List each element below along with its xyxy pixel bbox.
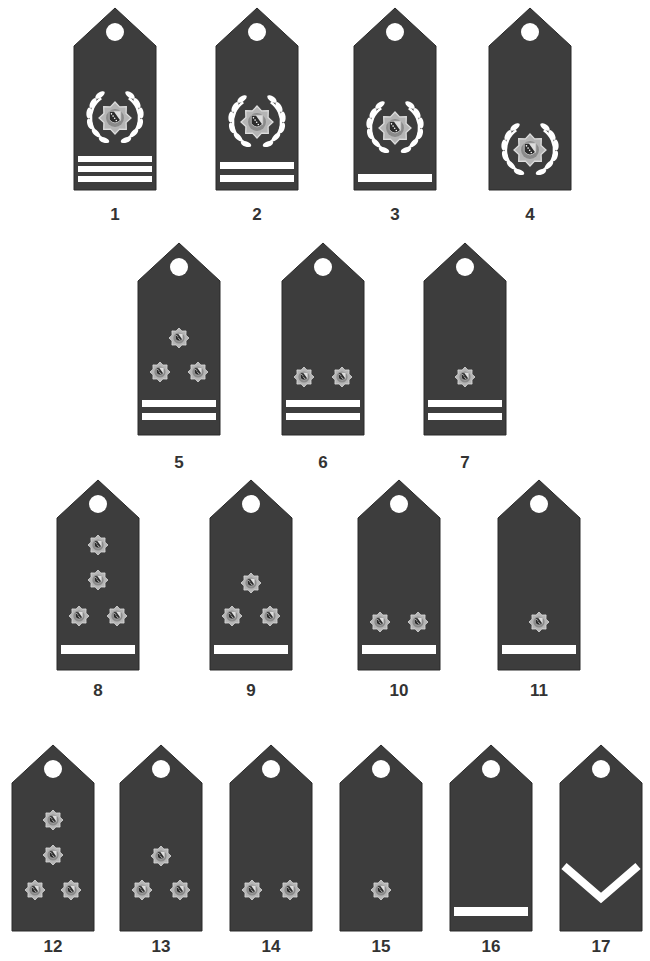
rank-star bbox=[170, 880, 190, 900]
shoulder-board bbox=[210, 480, 292, 670]
rank-star bbox=[43, 845, 63, 865]
rank-bar bbox=[220, 162, 294, 169]
callout-number: 9 bbox=[246, 682, 255, 699]
rank-star bbox=[455, 367, 475, 387]
rank-star bbox=[529, 612, 549, 632]
callout-number: 7 bbox=[460, 454, 469, 471]
rank-bar bbox=[78, 166, 152, 172]
rank-star bbox=[370, 612, 390, 632]
wreath-emblem bbox=[228, 94, 287, 149]
callout-number: 10 bbox=[390, 682, 409, 699]
wreath-emblem bbox=[501, 122, 560, 177]
shoulder-board bbox=[560, 745, 642, 931]
rank-star bbox=[43, 810, 63, 830]
rank-star bbox=[280, 880, 300, 900]
rank-star bbox=[25, 880, 45, 900]
callout-number: 1 bbox=[110, 206, 119, 223]
callout-number: 13 bbox=[152, 938, 171, 955]
rank-star bbox=[151, 846, 171, 866]
rank-star bbox=[408, 612, 428, 632]
rank-star bbox=[88, 570, 108, 590]
rank-bar bbox=[286, 400, 360, 407]
rank-star bbox=[294, 367, 314, 387]
shoulder-board bbox=[120, 745, 202, 931]
rank-star bbox=[107, 606, 127, 626]
callout-number: 2 bbox=[252, 206, 261, 223]
rank-bar bbox=[454, 907, 528, 916]
callout-number: 6 bbox=[318, 454, 327, 471]
rank-bar bbox=[214, 645, 288, 654]
rank-star bbox=[241, 573, 261, 593]
shoulder-board bbox=[424, 243, 506, 435]
wreath-emblem bbox=[366, 100, 425, 155]
shoulder-board bbox=[282, 243, 364, 435]
shoulder-board bbox=[57, 480, 139, 670]
shoulder-board bbox=[450, 745, 532, 931]
rank-bar bbox=[286, 413, 360, 420]
rank-bar bbox=[428, 400, 502, 407]
rank-bar bbox=[428, 413, 502, 420]
rank-star bbox=[169, 328, 189, 348]
shoulder-board bbox=[230, 745, 312, 931]
callout-number: 17 bbox=[592, 938, 611, 955]
callout-number: 3 bbox=[390, 206, 399, 223]
rank-star bbox=[132, 880, 152, 900]
rank-star bbox=[61, 880, 81, 900]
rank-bar bbox=[358, 174, 432, 182]
callout-number: 11 bbox=[530, 682, 548, 699]
callout-number: 8 bbox=[93, 682, 102, 699]
callout-number: 4 bbox=[525, 206, 534, 223]
rank-bar bbox=[502, 645, 576, 654]
rank-bar bbox=[78, 176, 152, 182]
callout-number: 14 bbox=[262, 938, 281, 955]
shoulder-board bbox=[138, 243, 220, 435]
rank-bar bbox=[61, 645, 135, 654]
shoulder-board bbox=[358, 480, 440, 670]
shoulder-board bbox=[74, 8, 156, 190]
shoulder-board bbox=[489, 8, 571, 190]
rank-bar bbox=[142, 400, 216, 407]
rank-star bbox=[242, 880, 262, 900]
rank-star bbox=[69, 606, 89, 626]
callout-number: 16 bbox=[482, 938, 501, 955]
rank-bar bbox=[142, 413, 216, 420]
shoulder-board bbox=[498, 480, 580, 670]
rank-bar bbox=[78, 156, 152, 162]
rank-chevron bbox=[564, 866, 638, 898]
rank-star bbox=[371, 880, 391, 900]
rank-star bbox=[188, 362, 208, 382]
shoulder-board bbox=[354, 8, 436, 190]
rank-star bbox=[332, 367, 352, 387]
rank-bar bbox=[362, 645, 436, 654]
rank-star bbox=[88, 535, 108, 555]
rank-bar bbox=[220, 175, 294, 182]
wreath-emblem bbox=[86, 90, 145, 145]
shoulder-board bbox=[12, 745, 94, 931]
callout-number: 5 bbox=[174, 454, 183, 471]
rank-star bbox=[222, 606, 242, 626]
callout-number: 15 bbox=[372, 938, 391, 955]
shoulder-board bbox=[216, 8, 298, 190]
rank-star bbox=[260, 606, 280, 626]
rank-star bbox=[150, 362, 170, 382]
shoulder-board bbox=[340, 745, 422, 931]
callout-number: 12 bbox=[44, 938, 63, 955]
